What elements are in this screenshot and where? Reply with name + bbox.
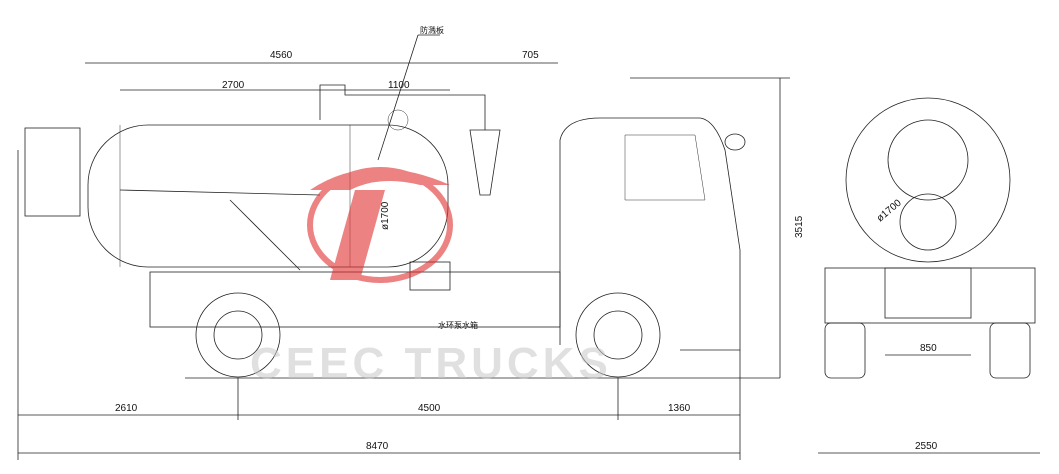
dim-2610: 2610 <box>115 403 138 414</box>
dim-705: 705 <box>522 50 539 61</box>
cab <box>559 117 741 351</box>
brand-logo <box>307 167 453 283</box>
dim-side-diameter: ø1700 <box>380 201 391 230</box>
note-splash-plate: 防溅板 <box>420 25 444 35</box>
rear-tank <box>845 97 1011 263</box>
cab-window <box>624 134 706 201</box>
watermark-text: CEEC TRUCKS <box>250 339 612 388</box>
front-wheel <box>575 292 661 378</box>
note-water-tank: 水环泵水箱 <box>438 320 478 330</box>
vacuum-pipe <box>319 84 486 130</box>
dim-rear-diameter: ø1700 <box>875 197 904 224</box>
side-view <box>24 84 780 379</box>
rear-door <box>24 127 81 217</box>
dim-2550: 2550 <box>915 441 938 452</box>
dim-tank-length: 4560 <box>270 50 293 61</box>
dim-2700: 2700 <box>222 80 245 91</box>
dimension-lines <box>17 34 1040 460</box>
dim-height: 3515 <box>794 215 805 238</box>
dim-4500: 4500 <box>418 403 441 414</box>
mirror <box>724 133 746 151</box>
dim-850: 850 <box>920 343 937 354</box>
rear-wheel <box>195 292 281 378</box>
tank-body <box>87 124 449 268</box>
dim-1100: 1100 <box>388 80 410 91</box>
chassis <box>149 271 561 328</box>
rear-view <box>824 97 1036 379</box>
dim-8470: 8470 <box>366 441 389 452</box>
dim-1360: 1360 <box>668 403 691 414</box>
